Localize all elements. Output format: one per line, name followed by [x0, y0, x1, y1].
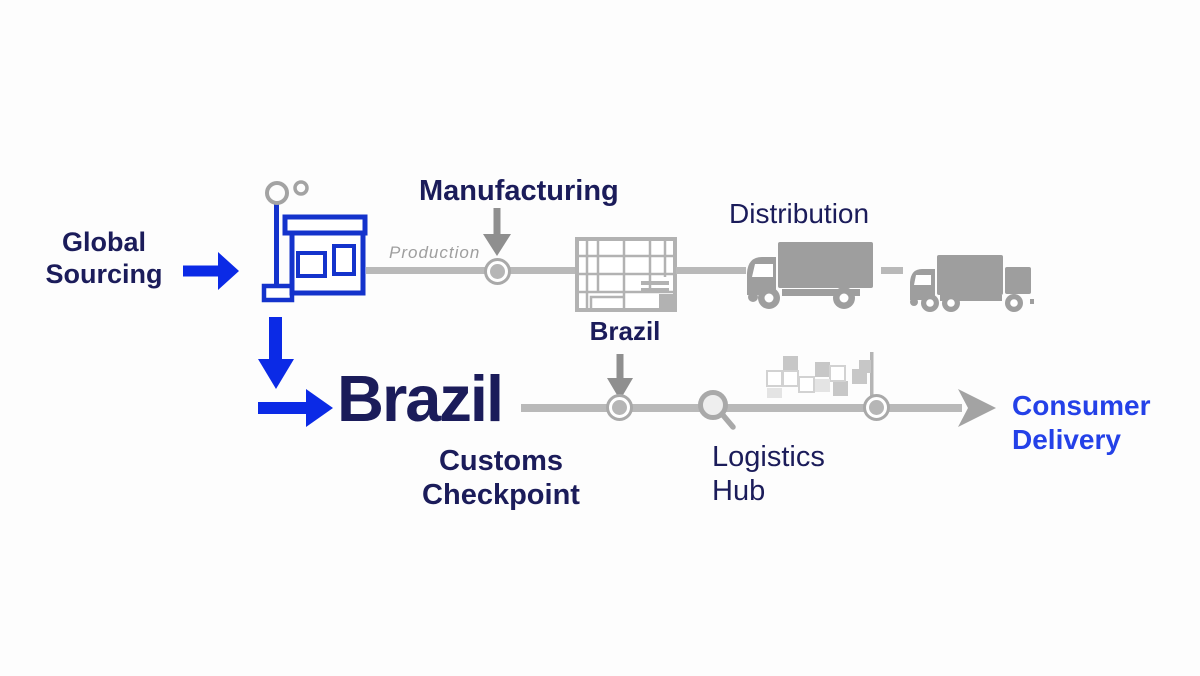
arrow-down-gray-icon [483, 208, 511, 256]
magnifier-icon [698, 390, 736, 430]
global-sourcing-line1: Global [61, 227, 146, 257]
customs-line2: Checkpoint [422, 479, 580, 512]
arrow-down-gray-icon [607, 354, 633, 400]
distribution-label: Distribution [729, 198, 870, 229]
global-sourcing-label: Global Sourcing [16, 226, 192, 291]
delivery-truck-icon [747, 242, 873, 309]
warehouse-grid-icon [575, 237, 677, 312]
consumer-line2: Delivery [1012, 423, 1121, 455]
consumer-delivery-label: Consumer Delivery [1012, 389, 1150, 456]
logistics-line2: Hub [712, 474, 766, 507]
global-sourcing-line2: Sourcing [45, 259, 163, 290]
brazil-entry-label: Brazil [337, 362, 504, 435]
customs-checkpoint-label: Customs Checkpoint [398, 444, 604, 512]
arrow-right-blue-icon [258, 389, 333, 427]
connector-dash [881, 267, 903, 274]
customs-line1: Customs [438, 445, 564, 477]
flow-line-top-2 [676, 267, 746, 274]
manufacturing-label: Manufacturing [419, 175, 619, 207]
logistics-hub-label: Logistics Hub [712, 441, 825, 509]
delivery-node-icon [863, 394, 890, 421]
customs-node-icon [606, 394, 633, 421]
consumer-line1: Consumer [1012, 390, 1151, 421]
production-node-icon [484, 258, 511, 285]
flow-line-bottom [521, 404, 962, 412]
checkered-flag-icon [766, 352, 874, 404]
arrow-right-gray-icon [958, 389, 996, 427]
delivery-truck-icon [910, 255, 1034, 312]
logistics-line1: Logistics [712, 441, 825, 473]
arrow-right-blue-icon [183, 252, 239, 290]
arrow-down-blue-icon [258, 317, 294, 389]
production-label: Production [389, 243, 481, 262]
store-building-icon [261, 180, 368, 303]
warehouse-brazil-label: Brazil [589, 316, 661, 346]
flow-line-top-1 [366, 267, 578, 274]
